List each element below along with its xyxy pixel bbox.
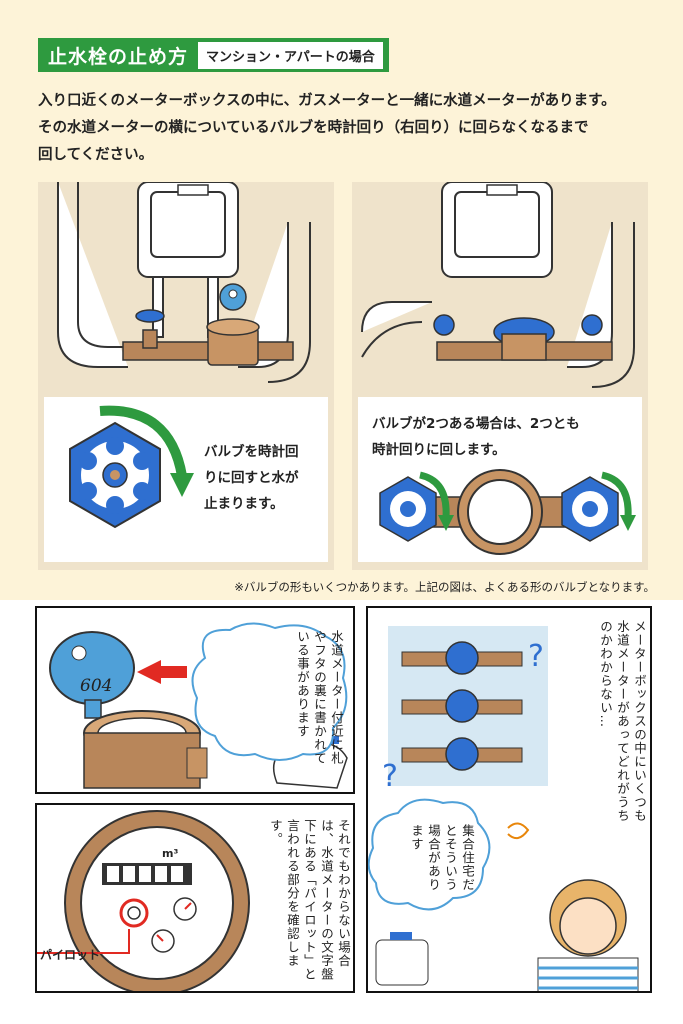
comic3-speech-text: 集合住宅だとそういう場合があります bbox=[409, 824, 475, 892]
right-valve-icon bbox=[561, 476, 619, 542]
meter-lid-illustration bbox=[49, 631, 348, 789]
panel-double-valve: バルブが2つある場合は、2つとも 時計回りに回します。 bbox=[352, 182, 648, 570]
comic1-speech-text: 水道メーター付近に札やフタの裏に書かれている事があります bbox=[295, 630, 344, 765]
unit-label: m³ bbox=[162, 847, 179, 860]
intro-text: 入り口近くのメーターボックスの中に、ガスメーターと一緒に水道メーターがあります。… bbox=[38, 88, 658, 169]
comic2-speech-text: それでもわからない場合は、水道メーターの文字盤下にある「パイロット」と言われる部… bbox=[268, 819, 351, 981]
caption-line-2: 時計回りに回します。 bbox=[372, 442, 506, 458]
speech-bubble bbox=[191, 622, 348, 761]
two-valves-meter-icon bbox=[379, 469, 636, 555]
footnote: ※バルブの形もいくつかあります。上記の図は、よくある形のバルブとなります。 bbox=[234, 580, 655, 594]
question-mark-icon: ? bbox=[382, 759, 398, 794]
caption-box: バルブを時計回 りに回すと水が 止まります。 bbox=[44, 397, 328, 562]
caption-line-3: 止まります。 bbox=[204, 496, 284, 512]
caption-line-1: バルブを時計回 bbox=[204, 444, 299, 460]
caption-single-valve: バルブを時計回 りに回すと水が 止まります。 bbox=[204, 439, 299, 517]
meter-row-3 bbox=[401, 737, 523, 771]
panel-single-valve: バルブを時計回 りに回すと水が 止まります。 bbox=[38, 182, 334, 570]
valve-handle-icon bbox=[69, 405, 194, 529]
left-valve-icon bbox=[379, 476, 437, 542]
meter-box-illustration-two-valves bbox=[361, 182, 635, 388]
meter-row-1 bbox=[401, 641, 523, 675]
caption-box: バルブが2つある場合は、2つとも 時計回りに回します。 bbox=[358, 397, 642, 562]
meter-box-illustration bbox=[57, 182, 311, 383]
intro-line-1: 入り口近くのメーターボックスの中に、ガスメーターと一緒に水道メーターがあります。 bbox=[38, 93, 616, 109]
intro-line-3: 回してください。 bbox=[38, 147, 154, 163]
meter-row-2 bbox=[401, 689, 523, 723]
question-mark-icon: ? bbox=[528, 639, 544, 674]
pilot-label: パイロット bbox=[40, 948, 101, 962]
intro-line-2: その水道メーターの横についているバルブを時計回り（右回り）に回らなくなるまで bbox=[38, 120, 589, 136]
comic3-thought-text: メーターボックスの中にいくつも水道メーターがあってどれがうちのかわからない… bbox=[598, 620, 647, 823]
comic-panel-pilot: m³ それでもわからない場合は、水道メーターの文字盤下にある「パイロット」と言わ… bbox=[35, 803, 355, 993]
caption-line-2: りに回すと水が bbox=[204, 470, 299, 486]
multiple-meters-illustration: ? ? bbox=[368, 626, 639, 991]
comic-panel-lid-number: 604 水道メーター付近に札やフタの裏に書かれている事があります bbox=[35, 606, 355, 794]
instruction-section: 止水栓の止め方 マンション・アパートの場合 入り口近くのメーターボックスの中に、… bbox=[0, 0, 683, 600]
pilot-icon bbox=[119, 898, 149, 928]
page-subtitle: マンション・アパートの場合 bbox=[198, 41, 383, 69]
title-bar: 止水栓の止め方 マンション・アパートの場合 bbox=[38, 38, 389, 72]
caption-line-1: バルブが2つある場合は、2つとも bbox=[372, 416, 580, 432]
page-title: 止水栓の止め方 bbox=[48, 45, 189, 68]
lid-number-text: 604 bbox=[80, 676, 113, 696]
caption-double-valve: バルブが2つある場合は、2つとも 時計回りに回します。 bbox=[372, 411, 580, 463]
comic-panel-multiple-meters: ? ? メーターボックスの中にいくつも水道メーターがあってどれがうちのかわからな… bbox=[366, 606, 652, 993]
meter-dial-illustration bbox=[37, 810, 250, 991]
